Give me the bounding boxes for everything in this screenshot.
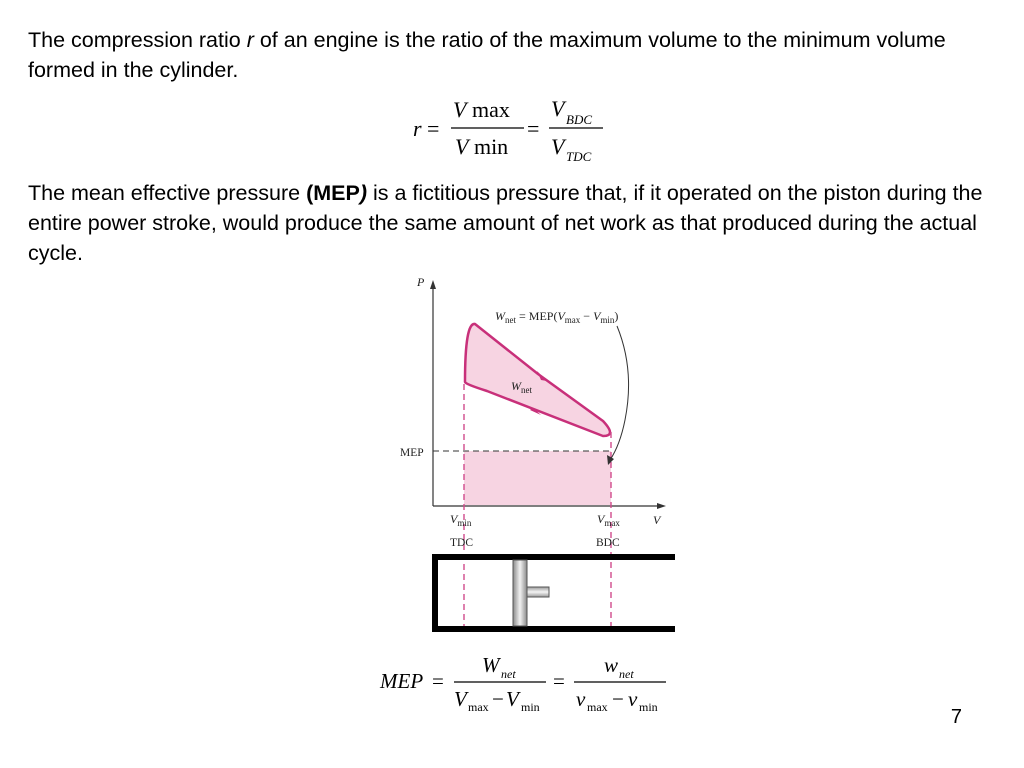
fraction-numerator: W: [482, 653, 502, 677]
eq-equals: =: [427, 116, 439, 141]
arrow-icon: [430, 280, 436, 289]
piston-rod: [526, 586, 550, 598]
variable-r: r: [246, 28, 254, 52]
mep-bold: (MEP: [306, 181, 360, 205]
piston: [512, 559, 528, 627]
pv-diagram-figure: P V MEP Wnet Wnet = MEP(Vmax − Vmin) Vmi…: [400, 275, 675, 632]
subscript-max-2: max: [587, 700, 608, 714]
wnet-annotation: Wnet = MEP(Vmax − Vmin): [495, 309, 618, 325]
eq-lhs: MEP: [379, 669, 423, 693]
compression-ratio-paragraph: The compression ratio r of an engine is …: [28, 25, 1003, 85]
cycle-loop: [463, 322, 612, 438]
minus-sign: −: [492, 687, 504, 711]
p-axis-label: P: [416, 275, 425, 289]
vmin-label: Vmin: [450, 512, 472, 528]
subscript-net-2: net: [619, 667, 634, 681]
eq-lhs: r: [413, 116, 422, 141]
mep-paragraph: The mean effective pressure (MEP) is a f…: [28, 178, 1003, 268]
v-axis-label: V: [653, 513, 662, 527]
subscript-net: net: [501, 667, 516, 681]
subscript-max: max: [468, 700, 489, 714]
arrow-icon: [530, 408, 541, 415]
den-v1-lower: v: [576, 687, 586, 711]
bdc-label: BDC: [596, 537, 620, 549]
arrow-icon: [607, 455, 614, 465]
eq-equals-2: =: [553, 669, 565, 693]
cylinder: [432, 554, 675, 632]
fraction-numerator: V max: [453, 97, 510, 122]
eq-equals-2: =: [527, 116, 539, 141]
subscript-tdc: TDC: [566, 149, 592, 164]
tdc-label: TDC: [450, 537, 473, 549]
den-v2-lower: v: [628, 687, 638, 711]
fraction-denominator-2: V: [551, 134, 567, 159]
subscript-min-2: min: [639, 700, 658, 714]
annotation-arrow: [609, 325, 630, 461]
mep-area: [464, 451, 611, 505]
text: of an engine is the ratio of the maximum…: [28, 28, 946, 82]
mep-axis-label: MEP: [400, 447, 424, 459]
arrow-icon: [657, 503, 666, 509]
eq-equals: =: [432, 669, 444, 693]
subscript-bdc: BDC: [566, 112, 592, 127]
mep-equation: MEP = W net V max − V min = w net v max …: [379, 653, 666, 714]
fraction-numerator-2: V: [551, 96, 567, 121]
text: is a fictitious pressure that, if it ope…: [28, 181, 983, 265]
text: The mean effective pressure: [28, 181, 307, 205]
mep-paren: ): [359, 181, 367, 205]
fraction-denominator: V min: [455, 134, 508, 159]
page-number: 7: [950, 706, 962, 728]
minus-sign-2: −: [612, 687, 624, 711]
wnet-label: Wnet: [511, 379, 532, 395]
arrow-icon: [537, 371, 547, 381]
compression-ratio-equation: r = V max V min = V BDC V TDC: [413, 96, 603, 164]
den-v1: V: [454, 687, 469, 711]
vmax-label: Vmax: [597, 512, 620, 528]
den-v2: V: [506, 687, 521, 711]
text: The compression ratio: [28, 28, 247, 52]
subscript-min: min: [521, 700, 540, 714]
fraction-numerator-2: w: [604, 653, 618, 677]
